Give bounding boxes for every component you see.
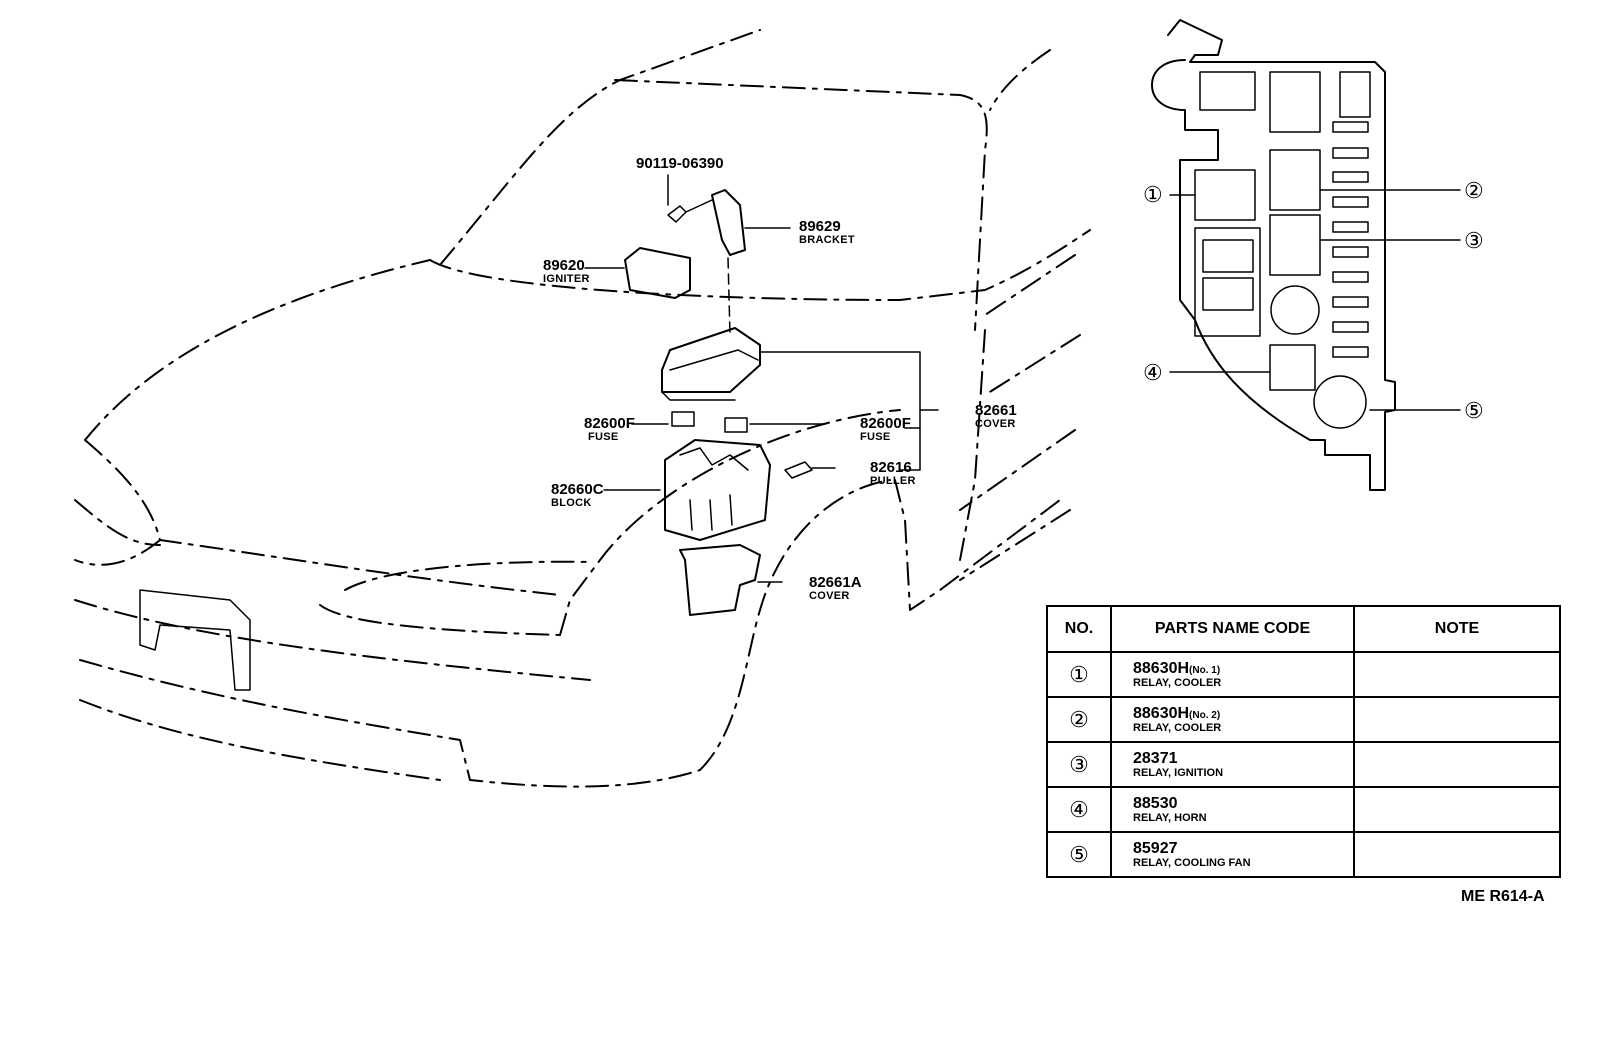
puller-part-code: 82616: [870, 459, 912, 476]
block-part-name: BLOCK: [551, 497, 592, 509]
bracket-part: [711, 189, 746, 256]
callout-bolt: 90119-06390: [636, 156, 724, 171]
callout-puller: 82616 PULLER: [870, 460, 916, 487]
fuse-right-code: 82600F: [860, 415, 911, 432]
relay-position-3: ③: [1464, 228, 1484, 253]
row-part-description: RELAY, IGNITION: [1133, 766, 1224, 779]
header-no: NO.: [1046, 605, 1112, 653]
callout-cover-top: 82661 COVER: [975, 403, 1017, 430]
row-part-code: 28371: [1133, 749, 1178, 767]
puller-part-name: PULLER: [870, 475, 916, 487]
fuse-left-code: 82600F: [584, 415, 635, 432]
header-parts-name-code: PARTS NAME CODE: [1110, 605, 1355, 653]
bracket-part-code: 89629: [799, 218, 841, 235]
fuse-parts: [671, 411, 748, 433]
row-no: ②: [1046, 696, 1112, 743]
igniter-part-name: IGNITER: [543, 273, 590, 285]
relay-position-1: ①: [1143, 182, 1163, 207]
callout-igniter: 89620 IGNITER: [543, 258, 590, 285]
callout-cover-bottom: 82661A COVER: [809, 575, 862, 602]
row-no: ③: [1046, 741, 1112, 788]
relay-block-top-view: [1151, 19, 1461, 491]
row-part-code: 88530: [1133, 794, 1178, 812]
drawing-reference-code: ME R614-A: [1461, 888, 1545, 905]
row-note: [1353, 696, 1561, 743]
callout-fuse-right: 82600F FUSE: [860, 416, 911, 443]
row-part-qualifier: (No. 2): [1189, 709, 1221, 721]
row-part-description: RELAY, COOLER: [1133, 721, 1222, 734]
bolt-part: [667, 199, 713, 223]
row-no: ⑤: [1046, 831, 1112, 878]
row-part-qualifier: (No. 1): [1189, 664, 1221, 676]
row-note: [1353, 651, 1561, 698]
row-no: ①: [1046, 651, 1112, 698]
relay-position-4: ④: [1143, 360, 1163, 385]
car-body-outline: [74, 29, 1091, 788]
relay-position-5: ⑤: [1464, 398, 1484, 423]
row-part-description: RELAY, COOLING FAN: [1133, 856, 1251, 869]
row-part: 85927 RELAY, COOLING FAN: [1110, 831, 1355, 878]
parts-table: NO. PARTS NAME CODE NOTE ① 88630H(No. 1)…: [1046, 605, 1561, 878]
cover-top-name: COVER: [975, 418, 1016, 430]
relay-position-2: ②: [1464, 178, 1484, 203]
igniter-part: [624, 247, 691, 299]
table-row: ⑤ 85927 RELAY, COOLING FAN: [1046, 831, 1561, 878]
table-row: ② 88630H(No. 2) RELAY, COOLER: [1046, 696, 1561, 743]
row-part-code: 85927: [1133, 839, 1178, 857]
parts-table-header: NO. PARTS NAME CODE NOTE: [1046, 605, 1561, 653]
cover-bottom-name: COVER: [809, 590, 850, 602]
row-part: 88630H(No. 1) RELAY, COOLER: [1110, 651, 1355, 698]
fuse-right-name: FUSE: [860, 431, 891, 443]
igniter-part-code: 89620: [543, 257, 585, 274]
row-note: [1353, 831, 1561, 878]
cover-top-code: 82661: [975, 402, 1017, 419]
puller-part: [784, 461, 813, 479]
bolt-part-code: 90119-06390: [636, 155, 724, 172]
row-note: [1353, 741, 1561, 788]
callout-block: 82660C BLOCK: [551, 482, 604, 509]
bracket-part-name: BRACKET: [799, 234, 855, 246]
row-part-code: 88630H: [1133, 704, 1190, 722]
row-part: 28371 RELAY, IGNITION: [1110, 741, 1355, 788]
row-no: ④: [1046, 786, 1112, 833]
block-part-code: 82660C: [551, 481, 604, 498]
row-part-description: RELAY, HORN: [1133, 811, 1207, 824]
table-row: ① 88630H(No. 1) RELAY, COOLER: [1046, 651, 1561, 698]
cover-bottom-code: 82661A: [809, 574, 862, 591]
row-note: [1353, 786, 1561, 833]
row-part-description: RELAY, COOLER: [1133, 676, 1222, 689]
header-note: NOTE: [1353, 605, 1561, 653]
fuse-left-name: FUSE: [588, 431, 619, 443]
relay-block-cover-top: [661, 327, 761, 401]
leader-lines: [584, 174, 939, 583]
callout-fuse-left: 82600F FUSE: [584, 416, 635, 443]
table-row: ④ 88530 RELAY, HORN: [1046, 786, 1561, 833]
callout-bracket: 89629 BRACKET: [799, 219, 855, 246]
row-part: 88530 RELAY, HORN: [1110, 786, 1355, 833]
relay-block-cover-bottom: [679, 544, 761, 616]
row-part-code: 88630H: [1133, 659, 1190, 677]
table-row: ③ 28371 RELAY, IGNITION: [1046, 741, 1561, 788]
relay-block: [664, 439, 771, 541]
row-part: 88630H(No. 2) RELAY, COOLER: [1110, 696, 1355, 743]
